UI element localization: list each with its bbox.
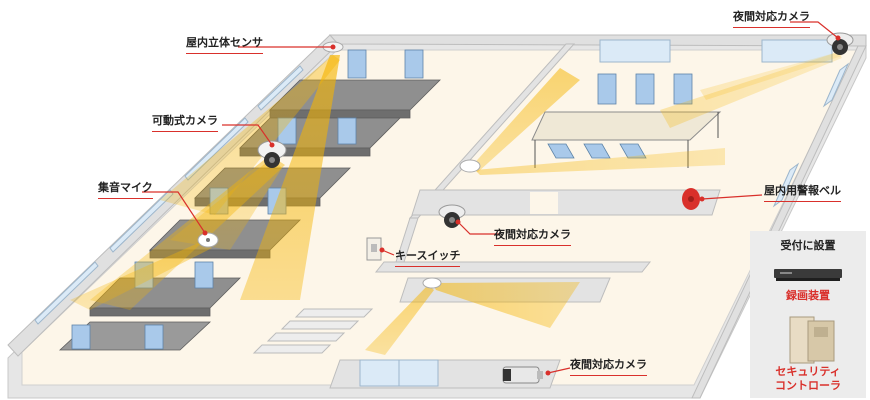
leader-lines: [142, 21, 839, 374]
top-wall-windows: [599, 39, 833, 63]
night-camera-top-icon: [826, 32, 854, 55]
controller-caption-line1: セキュリティ: [775, 365, 841, 378]
movable-camera-icon: [257, 140, 287, 168]
doorway: [530, 192, 558, 214]
controller-caption-line2: コントローラ: [775, 379, 841, 392]
night-camera-bottom-label: 夜間対応カメラ: [570, 358, 647, 376]
movable-camera-coverage-2: [170, 158, 282, 250]
alarm-bell-icon: [682, 188, 700, 210]
microphone-device: [197, 232, 219, 248]
sensor-label-text: 屋内立体センサ: [186, 36, 263, 49]
key-switch-label: キースイッチ: [395, 249, 461, 267]
recorder-icon: [774, 269, 842, 281]
night-camera-mid-icon: [438, 204, 466, 228]
leader-dots: [202, 35, 841, 376]
key-switch-label-text: キースイッチ: [395, 249, 461, 262]
alarm-bell-label-text: 屋内用警報ベル: [764, 184, 841, 197]
lower-camera-beam-2: [365, 285, 434, 355]
night-camera-mid-label: 夜間対応カメラ: [494, 228, 571, 246]
movable-camera-label-text: 可動式カメラ: [152, 114, 218, 127]
center-sensor-device: [459, 159, 481, 173]
lower-camera-beam: [432, 282, 580, 328]
top-camera-beam: [660, 52, 842, 128]
movable-camera-label: 可動式カメラ: [152, 114, 218, 132]
sensor-coverage-2: [160, 55, 340, 215]
lower-ceiling-camera: [422, 277, 442, 289]
night-camera-mid-label-text: 夜間対応カメラ: [494, 228, 571, 241]
night-camera-top-label-text: 夜間対応カメラ: [733, 10, 810, 23]
coverage-areas: [70, 52, 842, 355]
recorder-caption: 録画装置: [786, 289, 830, 302]
meeting-chairs: [547, 73, 693, 159]
bullet-camera-icon: [502, 366, 543, 384]
sensor-label: 屋内立体センサ: [186, 36, 263, 54]
microphone-label-text: 集音マイク: [98, 181, 153, 194]
reception-legend: 受付に設置 録画装置 セキュリティ コントローラ: [750, 231, 866, 398]
mic-coverage: [70, 240, 212, 310]
microphone-label: 集音マイク: [98, 181, 153, 199]
key-switch-device: [366, 237, 382, 261]
left-wall-windows: [34, 65, 304, 325]
stairs: [252, 308, 374, 354]
legend-header: 受付に設置: [780, 239, 836, 252]
night-camera-top-label: 夜間対応カメラ: [733, 10, 810, 28]
sensor-coverage: [240, 55, 340, 300]
security-controller-icon: [789, 316, 835, 364]
alarm-bell-label: 屋内用警報ベル: [764, 184, 841, 202]
center-camera-beam: [470, 68, 580, 172]
night-camera-bottom-label-text: 夜間対応カメラ: [570, 358, 647, 371]
center-camera-beam-2: [475, 148, 725, 175]
bottom-windows: [359, 359, 439, 387]
top-camera-beam-2: [700, 52, 842, 100]
right-wall-windows: [772, 62, 850, 208]
